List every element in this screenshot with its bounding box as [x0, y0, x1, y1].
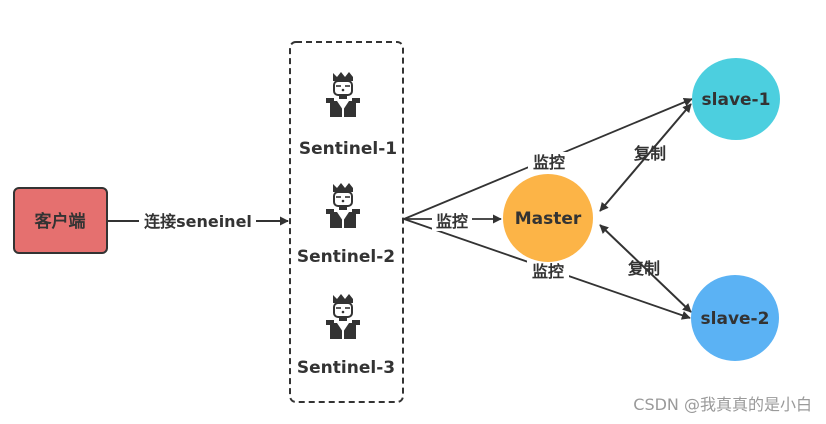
- monitor-slave-1-label: 监控: [533, 153, 565, 172]
- edge-label-bg: [527, 260, 569, 282]
- client-to-sentinels-label: 连接seneinel: [144, 212, 252, 231]
- slave-1-node: [692, 58, 780, 140]
- replicate-slave-2-arrow: [599, 224, 692, 313]
- replicate-slave-2-label: 复制: [627, 259, 660, 278]
- slave-2-node: [691, 275, 779, 361]
- master-node: [503, 174, 593, 262]
- master-label: Master: [515, 209, 582, 229]
- sentinel-3-label: Sentinel-3: [297, 358, 395, 378]
- watermark: CSDN @我真真的是小白: [633, 395, 812, 414]
- sentinel-guard-icon: [325, 293, 361, 340]
- monitor-master-label: 监控: [436, 212, 468, 231]
- slave-1-label: slave-1: [702, 90, 771, 110]
- monitor-slave-2-label: 监控: [532, 262, 564, 281]
- sentinel-1-label: Sentinel-1: [299, 139, 397, 159]
- slave-2-label: slave-2: [701, 309, 770, 329]
- sentinel-guard-icon: [325, 182, 361, 229]
- sentinel-guard-icon: [325, 71, 361, 118]
- client-label: 客户端: [34, 211, 86, 232]
- edge-label-bg: [432, 211, 472, 231]
- replicate-slave-1-label: 复制: [633, 144, 666, 163]
- sentinel-group-box: [289, 41, 404, 403]
- edge-label-bg: [139, 210, 256, 232]
- replicate-slave-1-arrow: [599, 103, 692, 212]
- edge-label-bg: [528, 152, 570, 174]
- sentinel-2-label: Sentinel-2: [297, 247, 395, 267]
